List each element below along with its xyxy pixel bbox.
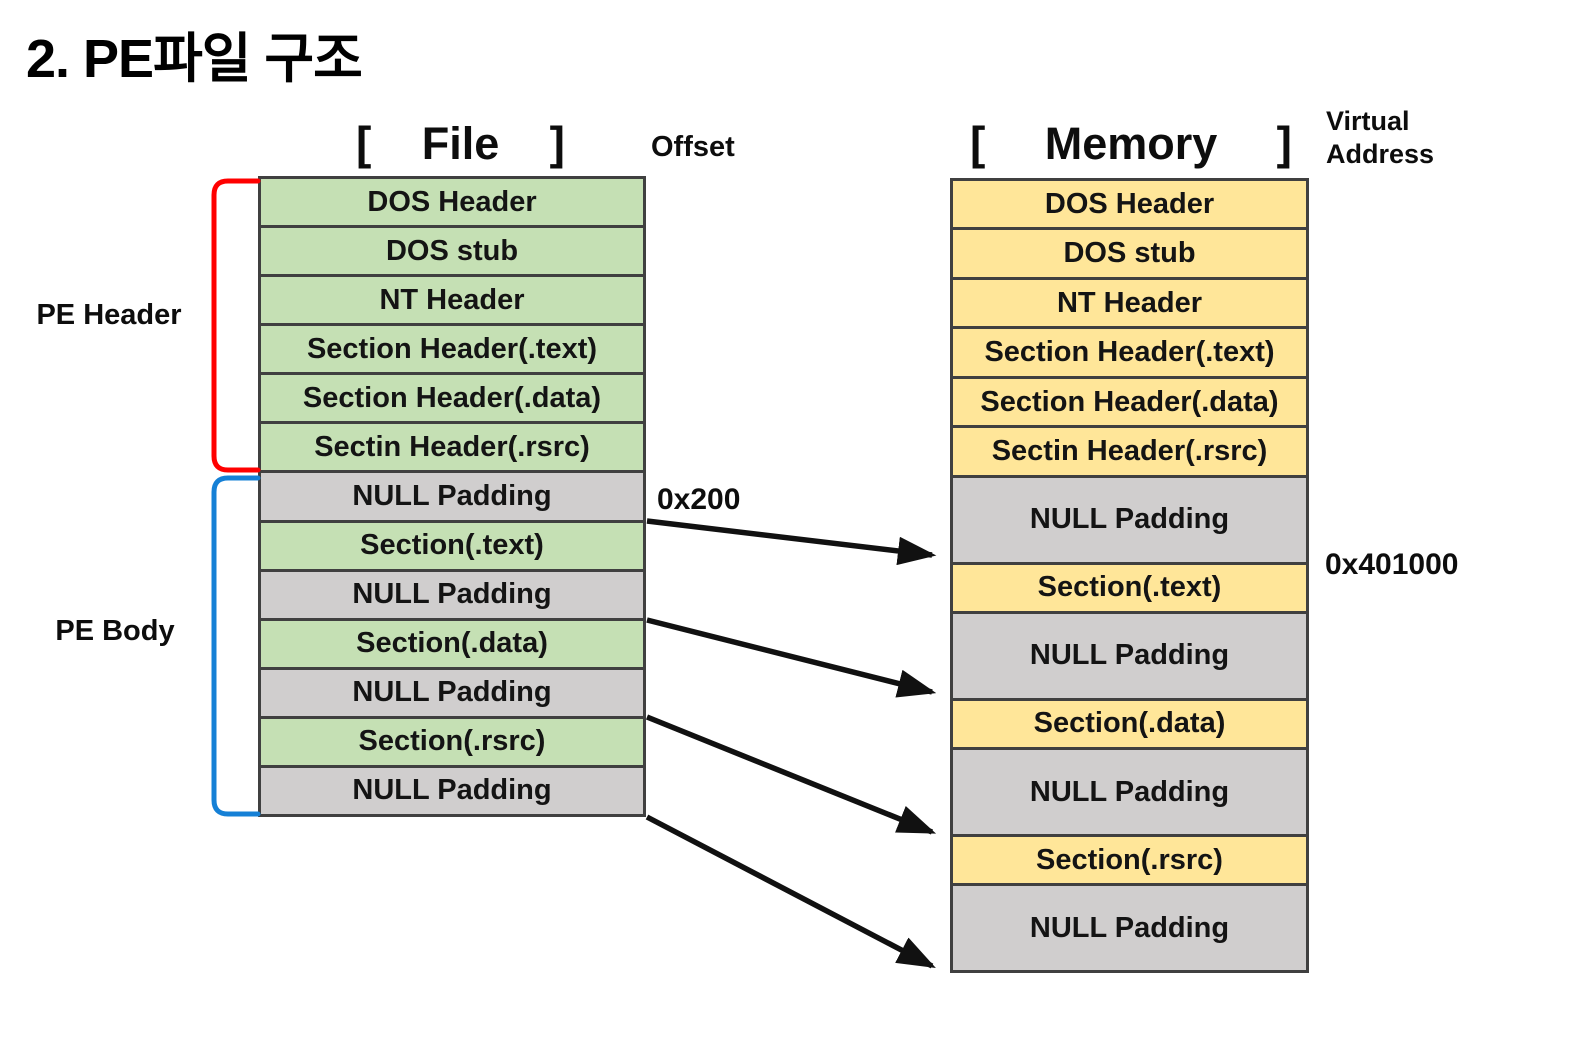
arrow-file-end-mapping bbox=[645, 814, 936, 969]
memory-row: Section(.data) bbox=[953, 700, 1306, 751]
pe-body-label: PE Body bbox=[55, 615, 175, 647]
memory-row: NULL Padding bbox=[953, 886, 1306, 971]
memory-row: Section Header(.data) bbox=[953, 378, 1306, 429]
memory-row: NT Header bbox=[953, 279, 1306, 330]
file-row: NULL Padding bbox=[261, 669, 643, 719]
memory-row: NULL Padding bbox=[953, 750, 1306, 837]
pe-header-label: PE Header bbox=[36, 299, 182, 331]
offset-column-label: Offset bbox=[651, 131, 735, 163]
memory-row: Section(.rsrc) bbox=[953, 836, 1306, 887]
pe-header-bracket bbox=[211, 178, 261, 473]
memory-bracket-open: [ bbox=[970, 117, 986, 169]
file-column-title: File bbox=[421, 118, 500, 169]
file-column-header: [ File ] bbox=[356, 116, 565, 170]
offset-value-0x200: 0x200 bbox=[657, 483, 741, 516]
file-row: NULL Padding bbox=[261, 473, 643, 523]
file-row: DOS stub bbox=[261, 228, 643, 278]
file-row: Section(.text) bbox=[261, 522, 643, 572]
file-row: Section Header(.text) bbox=[261, 326, 643, 376]
file-row: Section Header(.data) bbox=[261, 375, 643, 425]
arrow-section-data-mapping bbox=[646, 617, 937, 698]
memory-row: DOS stub bbox=[953, 230, 1306, 280]
file-row: DOS Header bbox=[261, 179, 643, 229]
memory-row: NULL Padding bbox=[953, 614, 1306, 701]
file-row: Section(.rsrc) bbox=[261, 718, 643, 768]
virtual-address-value: 0x401000 bbox=[1325, 548, 1459, 581]
memory-row: NULL Padding bbox=[953, 477, 1306, 565]
memory-column-title: Memory bbox=[1044, 118, 1218, 169]
page-title: 2. PE파일 구조 bbox=[26, 29, 363, 89]
memory-row: Section(.text) bbox=[953, 564, 1306, 615]
file-row: Sectin Header(.rsrc) bbox=[261, 424, 643, 474]
arrow-section-text-mapping bbox=[646, 518, 937, 566]
file-bracket-close: ] bbox=[549, 117, 565, 169]
memory-bracket-close: ] bbox=[1276, 117, 1292, 169]
memory-row: Sectin Header(.rsrc) bbox=[953, 428, 1306, 478]
virtual-address-label-line1: Virtual bbox=[1326, 106, 1410, 136]
arrow-section-rsrc-mapping bbox=[645, 714, 937, 835]
pe-body-bracket bbox=[211, 475, 261, 817]
file-row: NT Header bbox=[261, 277, 643, 327]
file-row: NULL Padding bbox=[261, 571, 643, 621]
virtual-address-column-label: Virtual Address bbox=[1326, 105, 1434, 171]
file-row: Section(.data) bbox=[261, 620, 643, 670]
memory-row: DOS Header bbox=[953, 181, 1306, 231]
memory-row: Section Header(.text) bbox=[953, 329, 1306, 379]
file-bracket-open: [ bbox=[356, 117, 372, 169]
file-row: NULL Padding bbox=[261, 767, 643, 815]
memory-column-header: [ Memory ] bbox=[970, 116, 1292, 170]
virtual-address-label-line2: Address bbox=[1326, 139, 1435, 169]
